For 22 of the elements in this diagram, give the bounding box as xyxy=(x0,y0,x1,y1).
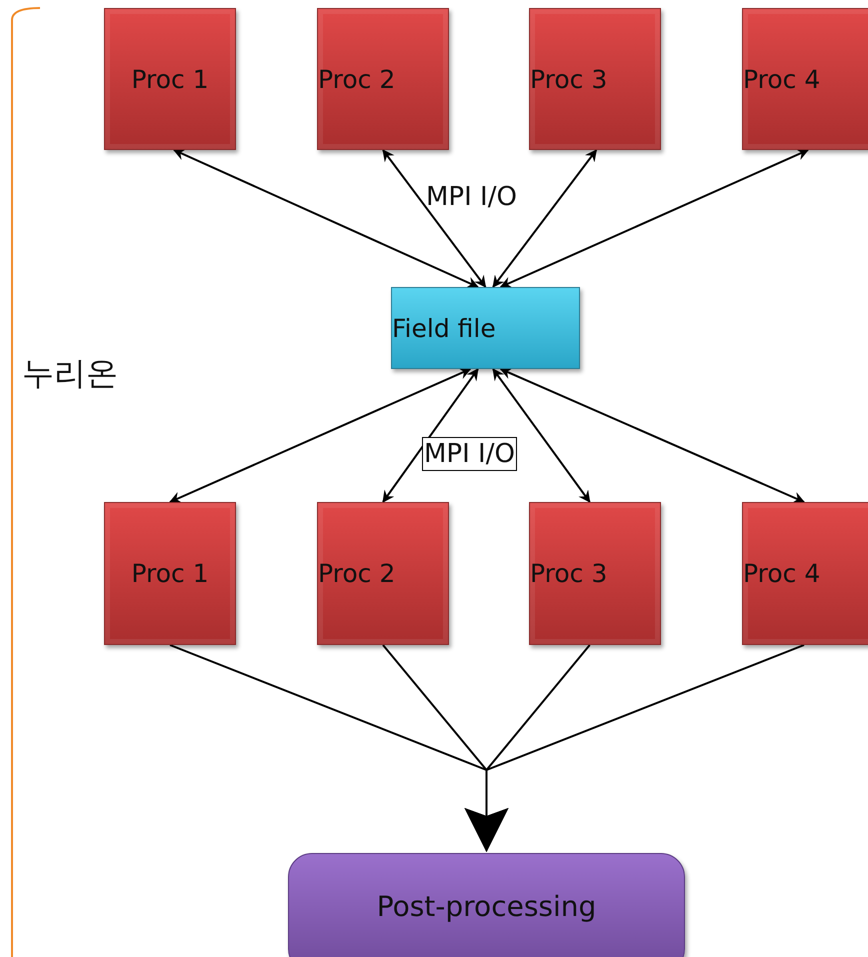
boxed-label: MPI I/O xyxy=(422,437,517,471)
process-box: Proc 3 xyxy=(529,8,661,150)
process-box: Proc 4 xyxy=(742,502,868,645)
arrow xyxy=(500,149,809,288)
arrow xyxy=(169,368,472,504)
arrow xyxy=(492,368,591,503)
process-box: Post-processing xyxy=(288,853,685,957)
arrow xyxy=(382,149,486,288)
text-label: MPI I/O xyxy=(426,184,517,210)
process-box: Proc 3 xyxy=(529,502,661,645)
file-box: Field file xyxy=(391,287,580,369)
text-label: 누리온 xyxy=(22,357,118,389)
arrow xyxy=(382,368,479,503)
process-box: Proc 2 xyxy=(317,8,449,150)
arrow xyxy=(173,149,479,288)
arrow xyxy=(492,149,598,288)
arrow xyxy=(464,644,804,852)
process-box: Proc 1 xyxy=(104,8,236,150)
process-box: Proc 2 xyxy=(317,502,449,645)
process-box: Proc 4 xyxy=(742,8,868,150)
arrow xyxy=(500,368,805,504)
process-box: Proc 1 xyxy=(104,502,236,645)
